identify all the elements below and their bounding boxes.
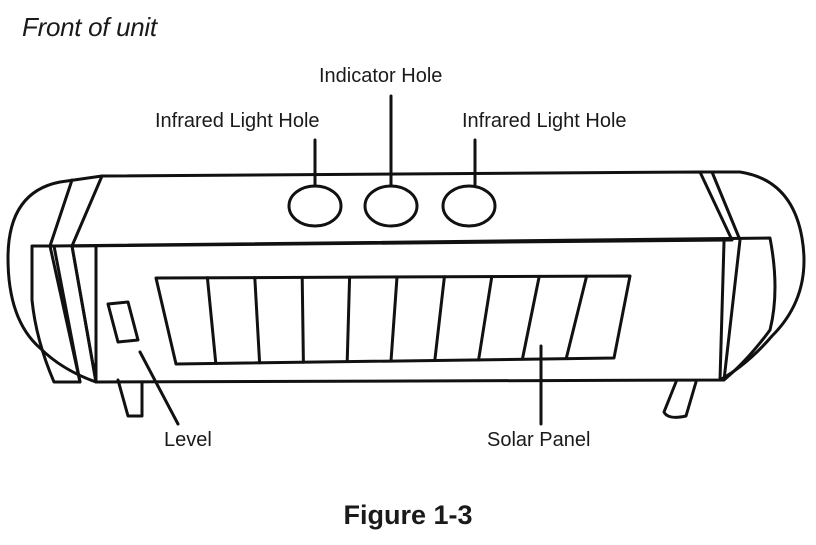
solar-cell-divider bbox=[477, 275, 494, 362]
label-indicator-hole: Indicator Hole bbox=[319, 65, 443, 87]
right-cap-band bbox=[710, 170, 742, 382]
leader-level bbox=[138, 350, 180, 426]
right-foot bbox=[662, 380, 698, 419]
label-infrared-hole-right: Infrared Light Hole bbox=[462, 110, 627, 132]
figure-caption: Figure 1-3 bbox=[343, 500, 473, 530]
right-end-cap bbox=[698, 170, 806, 382]
solar-cell-divider bbox=[520, 274, 541, 361]
solar-panel-frame bbox=[154, 274, 632, 366]
page-heading: Front of unit bbox=[22, 12, 157, 42]
solar-cell-divider bbox=[300, 275, 305, 364]
solar-cell-divider bbox=[345, 275, 352, 364]
indicator-hole bbox=[363, 184, 419, 228]
left-end-cap bbox=[6, 174, 104, 384]
left-base-front bbox=[30, 244, 82, 384]
left-foot bbox=[116, 378, 144, 418]
infrared-hole-right bbox=[441, 184, 497, 228]
label-level: Level bbox=[164, 429, 212, 451]
level-window bbox=[106, 300, 140, 344]
solar-cell-divider bbox=[433, 275, 446, 362]
solar-cell-divider bbox=[389, 275, 399, 363]
infrared-hole-left bbox=[287, 184, 343, 228]
front-face bbox=[52, 236, 777, 384]
solar-cell-divider bbox=[253, 276, 262, 365]
solar-cell-divider bbox=[205, 276, 218, 365]
label-infrared-hole-left: Infrared Light Hole bbox=[155, 110, 320, 132]
solar-cell-divider bbox=[564, 274, 589, 361]
label-solar-panel: Solar Panel bbox=[487, 429, 591, 451]
solar-panel-cells bbox=[205, 274, 589, 365]
top-face bbox=[70, 170, 734, 248]
